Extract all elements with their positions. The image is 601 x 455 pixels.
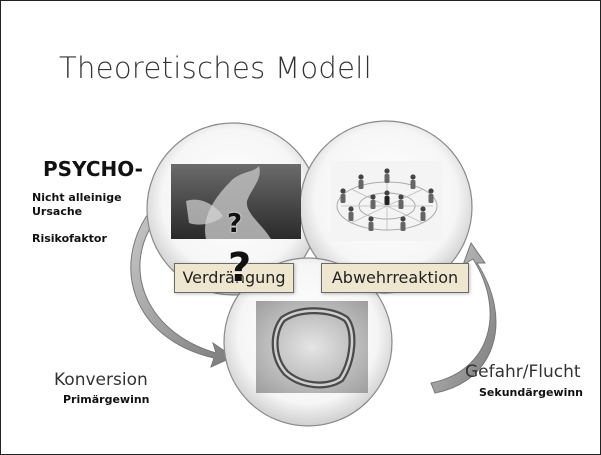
network-person-head — [340, 188, 346, 194]
left-curved-arrow — [130, 206, 235, 368]
network-person-body — [384, 174, 390, 183]
network-person-head — [370, 194, 376, 200]
network-person-body — [410, 180, 416, 189]
network-person-body — [384, 196, 390, 205]
sekundaergewinn-label: Sekundärgewinn — [479, 386, 584, 399]
network-person-body — [398, 200, 404, 209]
right-curved-arrow — [430, 241, 497, 394]
konversion-label: Konversion — [54, 370, 148, 390]
psycho-heading: PSYCHO- — [43, 157, 143, 181]
network-people — [340, 168, 434, 231]
left-text-line3: Risikofaktor — [32, 232, 107, 245]
network-person-head — [420, 206, 426, 212]
network-person-head — [410, 174, 416, 180]
slide-title: Theoretisches Modell — [59, 51, 372, 85]
left-text-line1: Nicht alleinige — [32, 191, 122, 204]
network-person-head — [348, 206, 354, 212]
network-person-body — [420, 212, 426, 221]
box-verdraengung: Verdrängung — [174, 263, 294, 293]
image-bottom-figure — [256, 301, 368, 393]
network-person-body — [348, 212, 354, 221]
network-person-head — [368, 216, 374, 222]
network-person-body — [368, 222, 374, 231]
network-person-body — [400, 222, 406, 231]
network-person-head — [400, 216, 406, 222]
network-person-head — [358, 174, 364, 180]
network-person-head — [384, 168, 390, 174]
network-person-body — [340, 194, 346, 203]
gefahr-flucht-label: Gefahr/Flucht — [465, 362, 581, 382]
network-person-head — [398, 194, 404, 200]
left-text-line2: Ursache — [32, 205, 83, 218]
network-person-body — [358, 180, 364, 189]
question-mark-large: ? — [228, 245, 252, 291]
network-person-head — [428, 188, 434, 194]
network-person-body — [428, 194, 434, 203]
box-abwehrreaktion: Abwehrreaktion — [321, 263, 469, 293]
question-mark-small: ? — [227, 209, 243, 239]
network-person-body — [370, 200, 376, 209]
network-person-head — [384, 190, 390, 196]
primaergewinn-label: Primärgewinn — [63, 393, 150, 406]
image-top-left-sculpture — [171, 164, 301, 239]
